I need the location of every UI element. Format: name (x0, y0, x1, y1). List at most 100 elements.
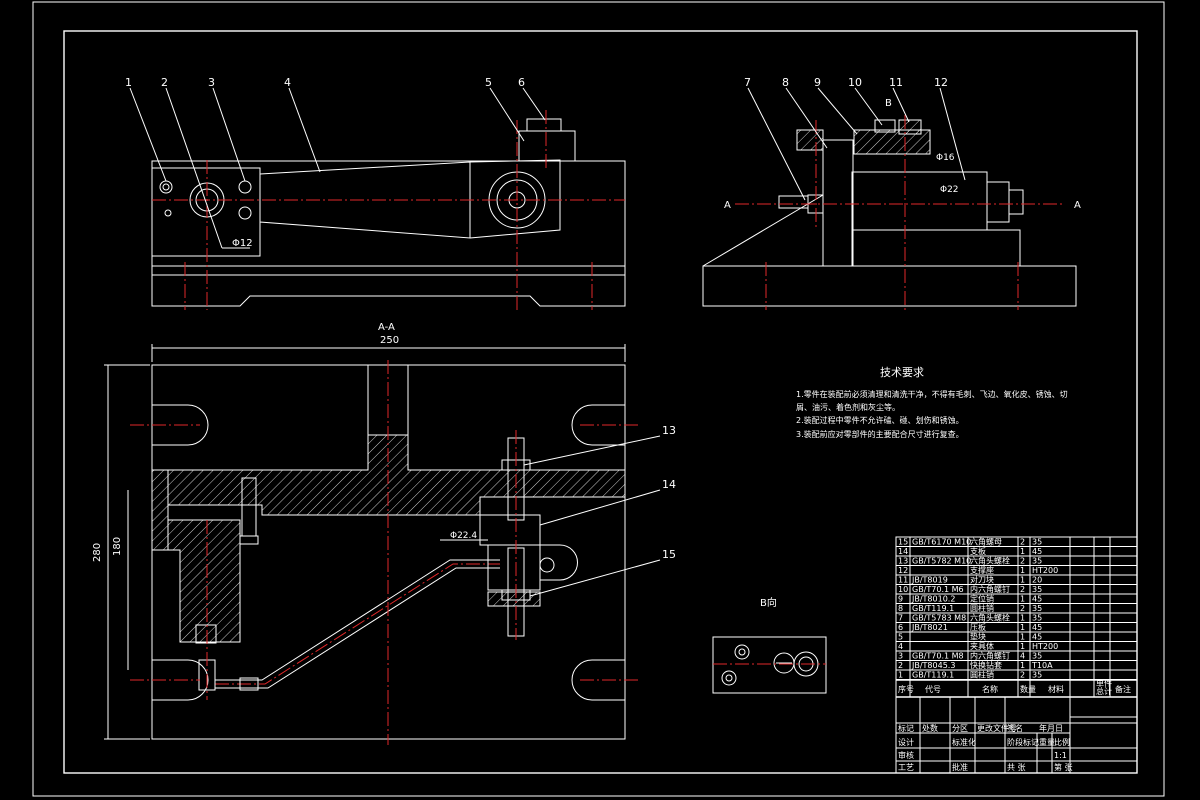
table-cell: 45 (1032, 595, 1042, 604)
inner-border (63, 30, 1138, 774)
table-cell: 9 (898, 595, 903, 604)
table-cell: 六角头螺栓 (970, 613, 1010, 623)
table-cell: 2 (898, 661, 903, 670)
table-cell: 15 (898, 538, 908, 547)
table-cell: 35 (1032, 538, 1042, 547)
tb-design: 设计 (898, 737, 914, 747)
balloon-8: 8 (782, 76, 789, 89)
balloon-4: 4 (284, 76, 291, 89)
table-cell: 2 (1020, 585, 1025, 594)
tb-sheets: 共 张 (1007, 763, 1026, 772)
dim-height: 280 (92, 543, 103, 562)
tb-stage: 阶段标记 (1007, 737, 1039, 747)
table-cell: 圆柱销 (970, 670, 994, 680)
table-cell: T10A (1031, 661, 1053, 670)
tb-sign: 签名 (1007, 723, 1023, 733)
table-header-cell: 序号 (898, 684, 914, 694)
balloon-10: 10 (848, 76, 862, 89)
table-header-cell: 代号 (925, 684, 941, 694)
fit-note-top: Φ12 (232, 238, 253, 249)
tb-count: 处数 (922, 723, 938, 733)
table-cell: 圆柱销 (970, 603, 994, 613)
fit-note-side: Φ16 (936, 153, 955, 163)
side-view: A A B Φ16 Φ22 (702, 87, 1081, 310)
tb-review: 审核 (898, 750, 914, 760)
table-cell: 1 (1020, 595, 1025, 604)
balloon-1: 1 (125, 76, 132, 89)
table-cell: 垫块 (970, 632, 986, 642)
table-cell: 6 (898, 623, 903, 632)
table-cell: 2 (1020, 671, 1025, 680)
table-cell: 2 (1020, 538, 1025, 547)
table-header-cell: 单件 (1096, 678, 1112, 688)
table-cell: 内六角螺钉 (970, 584, 1010, 594)
tb-process: 工艺 (898, 763, 914, 772)
table-cell: 11 (898, 576, 908, 585)
fit-note-section: Φ22.4 (450, 531, 477, 541)
table-cell: HT200 (1032, 642, 1058, 651)
table-cell: 压板 (970, 622, 986, 632)
table-cell: 35 (1032, 652, 1042, 661)
tb-approve: 批准 (952, 762, 968, 772)
dim-inner: 180 (112, 537, 123, 556)
table-cell: 1 (1020, 547, 1025, 556)
table-cell: 13 (898, 557, 908, 566)
table-cell: 1 (1020, 633, 1025, 642)
tb-zone: 分区 (952, 724, 968, 733)
table-cell: 2 (1020, 557, 1025, 566)
tb-mark: 标记 (898, 723, 914, 733)
table-cell: JB/T8021 (911, 623, 948, 632)
title-block: 标记 处数 分区 更改文件号 签名 年月日 设计 标准化 阶段标记 重量 比例 … (896, 697, 1137, 773)
balloon-13: 13 (662, 424, 676, 437)
table-header-cell: 数量 (1020, 684, 1036, 694)
fit-note-side-2: Φ22 (940, 185, 959, 195)
table-cell: 1 (1020, 642, 1025, 651)
table-cell: 支撑座 (970, 565, 994, 575)
table-cell: 1 (1020, 566, 1025, 575)
table-cell: 35 (1032, 585, 1042, 594)
table-cell: 8 (898, 604, 903, 613)
table-cell: 12 (898, 566, 908, 575)
table-cell: GB/T5782 M10 (912, 557, 971, 566)
balloon-15: 15 (662, 548, 676, 561)
tb-date: 年月日 (1039, 723, 1063, 733)
balloon-3: 3 (208, 76, 215, 89)
outer-border (32, 1, 1165, 797)
section-view: 250 A-A 280 180 Φ22.4 (92, 322, 661, 745)
table-cell: 4 (1020, 652, 1025, 661)
tb-sheet-no: 第 张 (1054, 762, 1073, 772)
table-cell: 10 (898, 585, 908, 594)
b-view: B向 (712, 596, 827, 694)
tb-change: 更改文件号 (977, 723, 1017, 733)
tech-line-2: 屑、油污、着色剂和灰尘等。 (796, 402, 900, 412)
table-cell: GB/T119.1 (912, 671, 954, 680)
table-cell: 对刀块 (970, 575, 994, 585)
balloon-5: 5 (485, 76, 492, 89)
table-cell: 14 (898, 547, 908, 556)
tech-line-3: 2.装配过程中零件不允许磕、碰、划伤和锈蚀。 (796, 415, 964, 425)
front-view: Φ12 (129, 87, 626, 310)
tech-line-1: 1.零件在装配前必须清理和清洗干净，不得有毛刺、飞边、氧化皮、锈蚀、切 (796, 389, 1068, 399)
section-marker-right: A (1074, 200, 1081, 211)
tech-title: 技术要求 (880, 366, 924, 379)
table-cell: 1 (1020, 661, 1025, 670)
table-cell: JB/T8010.2 (911, 595, 955, 604)
table-cell: GB/T70.1 M8 (912, 652, 964, 661)
balloon-labels: 1 2 3 4 5 6 7 8 9 10 11 12 13 14 15 (125, 76, 948, 561)
tech-line-4: 3.装配前应对零部件的主要配合尺寸进行复查。 (796, 429, 964, 439)
table-cell: 定位销 (970, 594, 994, 604)
balloon-2: 2 (161, 76, 168, 89)
table-cell: GB/T5783 M8 (912, 614, 966, 623)
section-marker-left: A (724, 200, 731, 211)
table-cell: GB/T119.1 (912, 604, 954, 613)
table-cell: 45 (1032, 547, 1042, 556)
table-header-cell: 总计 (1096, 686, 1112, 696)
table-cell: 35 (1032, 671, 1042, 680)
table-cell: 5 (898, 633, 903, 642)
table-cell: GB/T6170 M10 (912, 538, 971, 547)
table-cell: 六角头螺栓 (970, 556, 1010, 566)
table-cell: 35 (1032, 614, 1042, 623)
table-cell: 1 (1020, 623, 1025, 632)
table-header-cell: 材料 (1048, 684, 1064, 694)
